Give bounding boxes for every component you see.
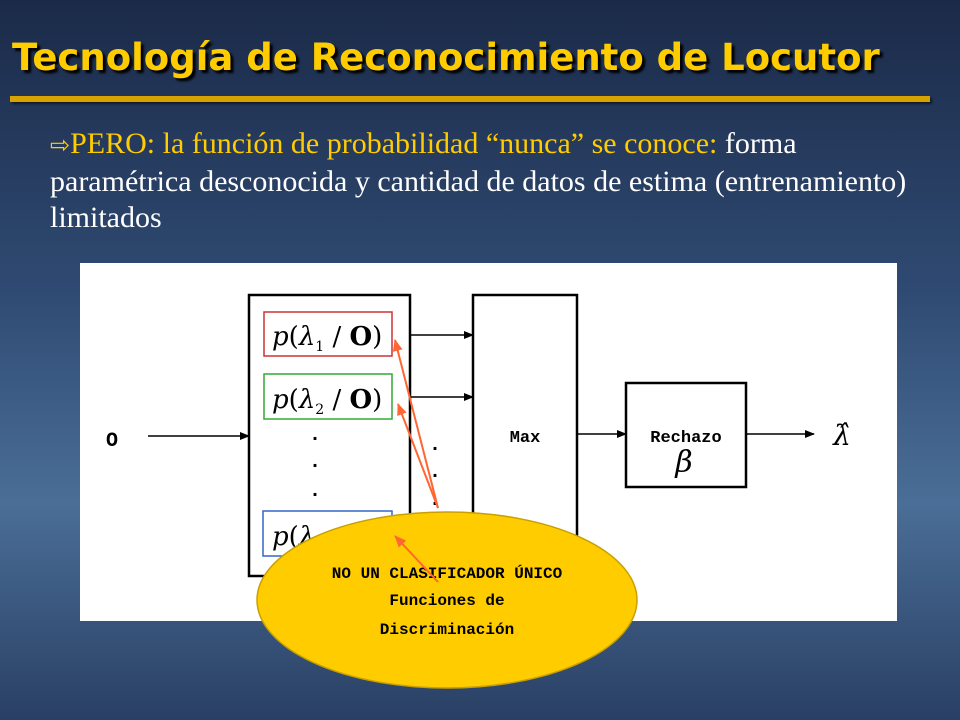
bullet-paragraph: ⇨PERO: la función de probabilidad “nunca… bbox=[50, 126, 930, 236]
svg-text:p(λ1 / O): p(λ1 / O) bbox=[272, 322, 382, 355]
title-underline bbox=[10, 96, 930, 102]
slide-title: Tecnología de Reconocimiento de Locutor bbox=[12, 36, 880, 79]
svg-text:p(λ2 / O): p(λ2 / O) bbox=[272, 385, 382, 418]
bank-dot: . bbox=[309, 480, 321, 503]
prob-fn: p bbox=[272, 522, 289, 552]
bullet-highlight: PERO: la función de probabilidad “nunca”… bbox=[70, 127, 718, 160]
callout-line-3: Discriminación bbox=[380, 621, 514, 639]
reject-label: Rechazo bbox=[650, 429, 721, 448]
lambda-symbol: λ bbox=[298, 322, 315, 352]
arrow-dot: . bbox=[429, 434, 441, 457]
prob-box-1: p(λ1 / O) bbox=[263, 311, 393, 357]
callout-line-1: NO UN CLASIFICADOR ÚNICO bbox=[332, 564, 563, 583]
obs-symbol: O bbox=[350, 385, 373, 415]
bullet-rest: forma paramétrica desconocida y cantidad… bbox=[50, 127, 907, 234]
obs-symbol: O bbox=[350, 322, 373, 352]
bank-dot: . bbox=[309, 451, 321, 474]
prob-subscript: 1 bbox=[315, 339, 324, 355]
reject-box bbox=[624, 381, 748, 489]
beta-symbol: β bbox=[674, 445, 692, 480]
bullet-arrow-icon: ⇨ bbox=[50, 133, 71, 159]
pointer-arrow-3 bbox=[394, 535, 439, 583]
prob-subscript: 2 bbox=[315, 402, 324, 418]
callout-ellipse bbox=[256, 511, 638, 689]
pointer-arrow-2 bbox=[397, 403, 439, 509]
pointer-arrow-1 bbox=[392, 339, 439, 509]
prob-fn: p bbox=[272, 322, 289, 352]
prob-box-2: p(λ2 / O) bbox=[263, 373, 393, 420]
prob-fn: p bbox=[272, 385, 289, 415]
output-lambda-hat: λ̂ bbox=[832, 419, 851, 452]
bank-dot: . bbox=[309, 424, 321, 447]
lambda-symbol: λ bbox=[298, 385, 315, 415]
arrow-dot: . bbox=[429, 461, 441, 484]
max-label: Max bbox=[510, 429, 541, 448]
input-label: O bbox=[106, 430, 118, 453]
callout-line-2: Funciones de bbox=[389, 592, 504, 610]
